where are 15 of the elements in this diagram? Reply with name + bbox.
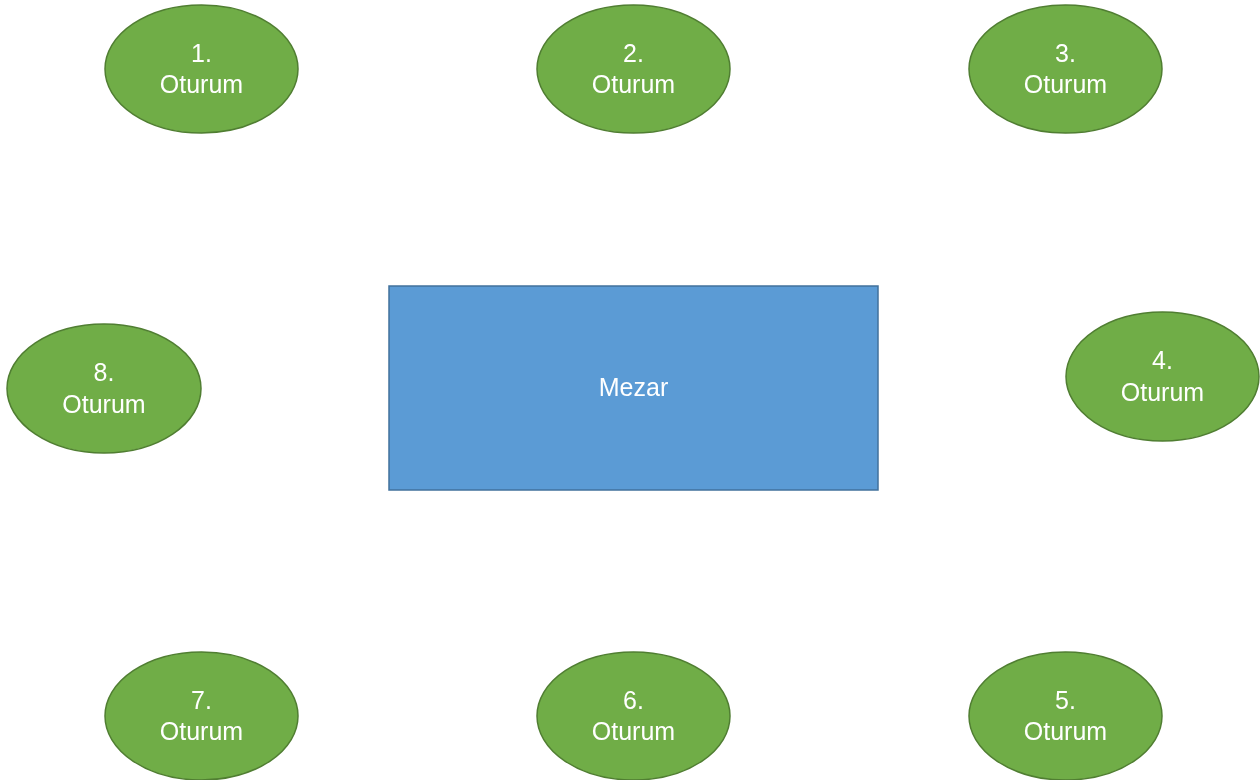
session-ellipse [6, 323, 202, 454]
node-label: 8. Oturum [61, 357, 147, 420]
node-label: 6. Oturum [590, 684, 677, 747]
node-label: 2. Oturum [590, 37, 677, 100]
session-ellipse [104, 4, 299, 134]
node-label: 1. Oturum [158, 37, 245, 100]
node-label: 5. Oturum [1022, 684, 1109, 747]
node-label: 3. Oturum [1022, 37, 1109, 100]
session-ellipse [968, 4, 1163, 134]
node-label: 4. Oturum [1119, 345, 1206, 408]
grave-rectangle [388, 285, 879, 491]
node-label: Mezar [598, 372, 669, 404]
node-label: 7. Oturum [158, 684, 245, 747]
session-ellipse [536, 4, 731, 134]
session-ellipse [1065, 311, 1260, 442]
